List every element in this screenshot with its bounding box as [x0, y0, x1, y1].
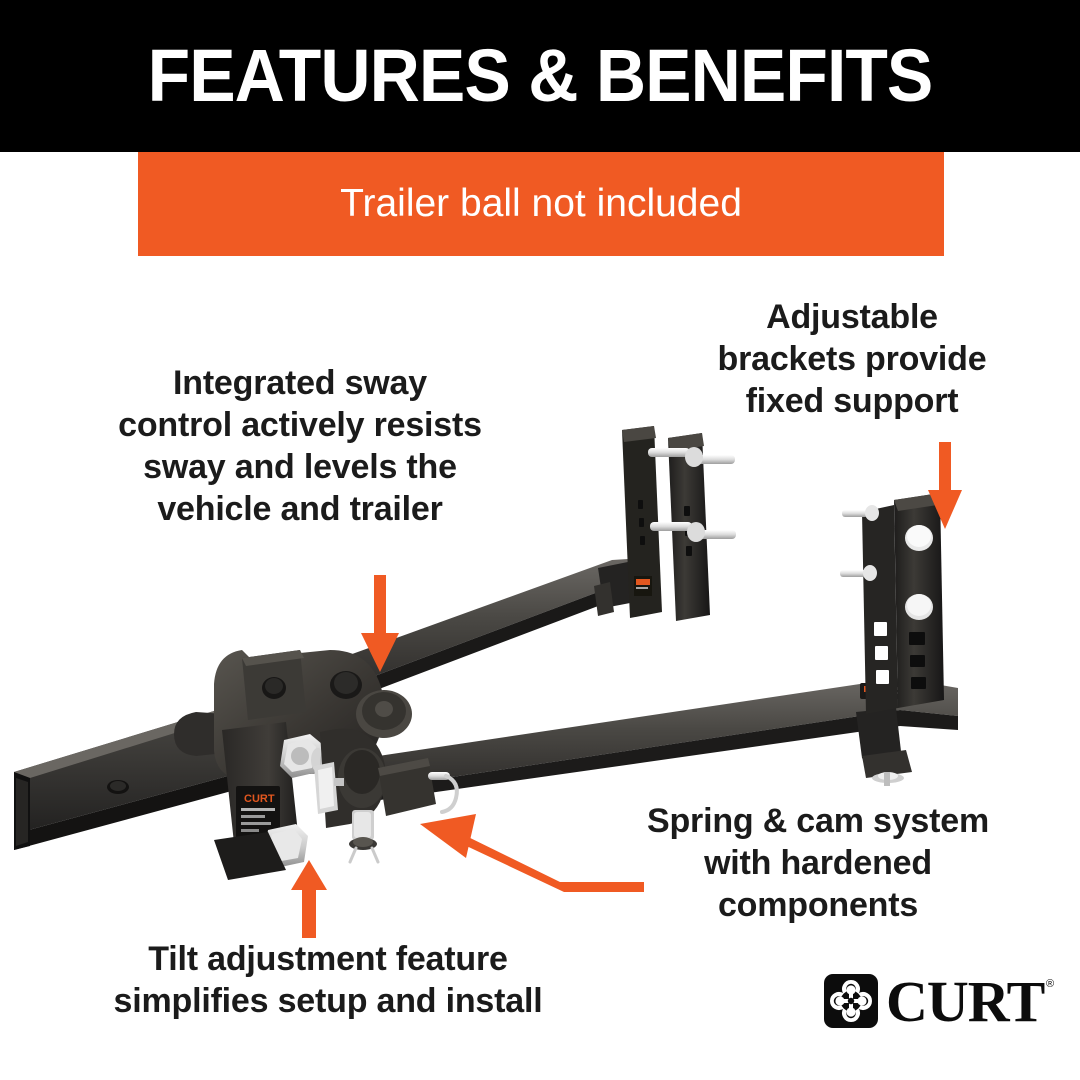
callout-adjustable-brackets-line-2: brackets provide [717, 340, 987, 378]
callout-adjustable-brackets: Adjustable brackets provide fixed suppor… [650, 296, 1054, 422]
svg-text:CURT: CURT [244, 793, 275, 805]
callout-tilt-adjustment: Tilt adjustment feature simplifies setup… [44, 938, 612, 1022]
page-title: FEATURES & BENEFITS [147, 34, 934, 117]
header-bar: FEATURES & BENEFITS [0, 0, 1080, 152]
arrow-up-icon-tilt [291, 860, 327, 938]
arrow-down-icon-brackets [928, 442, 962, 529]
callout-spring-cam-line-2: with hardened [704, 844, 932, 882]
curt-logo: CURT ® [824, 969, 1055, 1034]
arrow-bent-left-icon-spring-cam [420, 814, 644, 892]
left-adjustable-bracket [594, 426, 736, 621]
curt-clover-badge-icon [824, 974, 878, 1028]
callout-spring-cam-line-1: Spring & cam system [647, 802, 989, 840]
callout-sway-control: Integrated sway control actively resists… [52, 362, 548, 530]
hitch-head-assembly: CURT [174, 650, 459, 880]
curt-wordmark: CURT [886, 969, 1045, 1034]
callout-adjustable-brackets-line-3: fixed support [745, 382, 959, 420]
right-adjustable-bracket [840, 493, 944, 786]
notice-banner: Trailer ball not included [138, 152, 944, 256]
callout-sway-control-line-1: Integrated sway [173, 364, 427, 402]
product-illustration: CURT [14, 426, 958, 880]
callout-tilt-adjustment-line-2: simplifies setup and install [113, 982, 543, 1020]
registered-trademark-symbol: ® [1046, 978, 1055, 990]
callout-sway-control-line-3: sway and levels the [143, 448, 457, 486]
notice-banner-text: Trailer ball not included [340, 182, 742, 225]
callout-spring-cam: Spring & cam system with hardened compon… [592, 800, 1044, 926]
callout-sway-control-line-4: vehicle and trailer [157, 490, 443, 528]
arrow-down-icon-sway [361, 575, 399, 672]
callout-spring-cam-line-3: components [717, 886, 919, 924]
callout-tilt-adjustment-line-1: Tilt adjustment feature [148, 940, 508, 978]
callout-adjustable-brackets-line-1: Adjustable [766, 298, 938, 336]
left-spring-bar [330, 558, 644, 706]
callout-sway-control-line-2: control actively resists [118, 406, 482, 444]
